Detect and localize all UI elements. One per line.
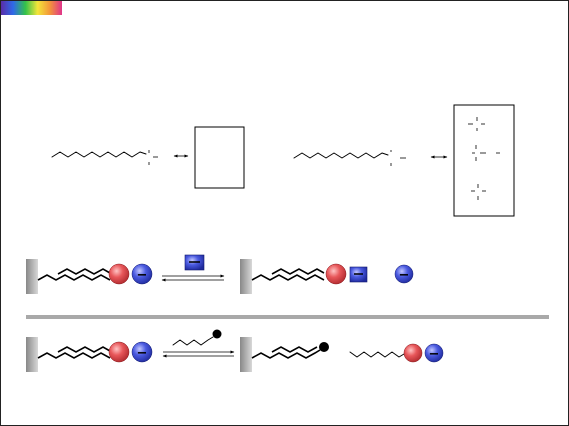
anion-counterion <box>131 341 153 363</box>
structure-right <box>293 150 406 166</box>
row1-exchange-arrow <box>161 254 225 282</box>
cation-headgroup <box>108 341 130 363</box>
row2-right-assembly: − <box>240 337 444 372</box>
structure-left <box>51 150 158 165</box>
row1-right-assembly: − <box>240 259 414 294</box>
bead-end-group <box>212 329 222 339</box>
surface-wall <box>26 259 38 294</box>
surface-wall <box>240 259 252 294</box>
bracket-box-right <box>453 104 515 217</box>
surface-wall <box>26 337 38 372</box>
bead-end-group <box>319 342 329 352</box>
anion-counterion <box>131 263 153 285</box>
free-anion-charge: − <box>429 347 440 362</box>
released-anion-charge: − <box>399 268 410 283</box>
anion-charge-label: − <box>137 268 148 283</box>
free-cation <box>403 343 423 363</box>
cation-headgroup <box>108 263 130 285</box>
released-anion <box>394 264 414 284</box>
anion-charge-label: − <box>137 346 148 361</box>
rainbow-bar <box>1 1 62 15</box>
row2-left-assembly: − <box>26 337 153 372</box>
bracket-box-left <box>194 126 245 189</box>
row1-left-assembly: − <box>26 259 153 294</box>
row2-exchange-arrow <box>162 329 235 358</box>
surface-wall <box>240 337 252 372</box>
cation-headgroup <box>325 263 347 285</box>
resonance-fragments <box>468 117 500 200</box>
free-anion <box>424 343 444 363</box>
